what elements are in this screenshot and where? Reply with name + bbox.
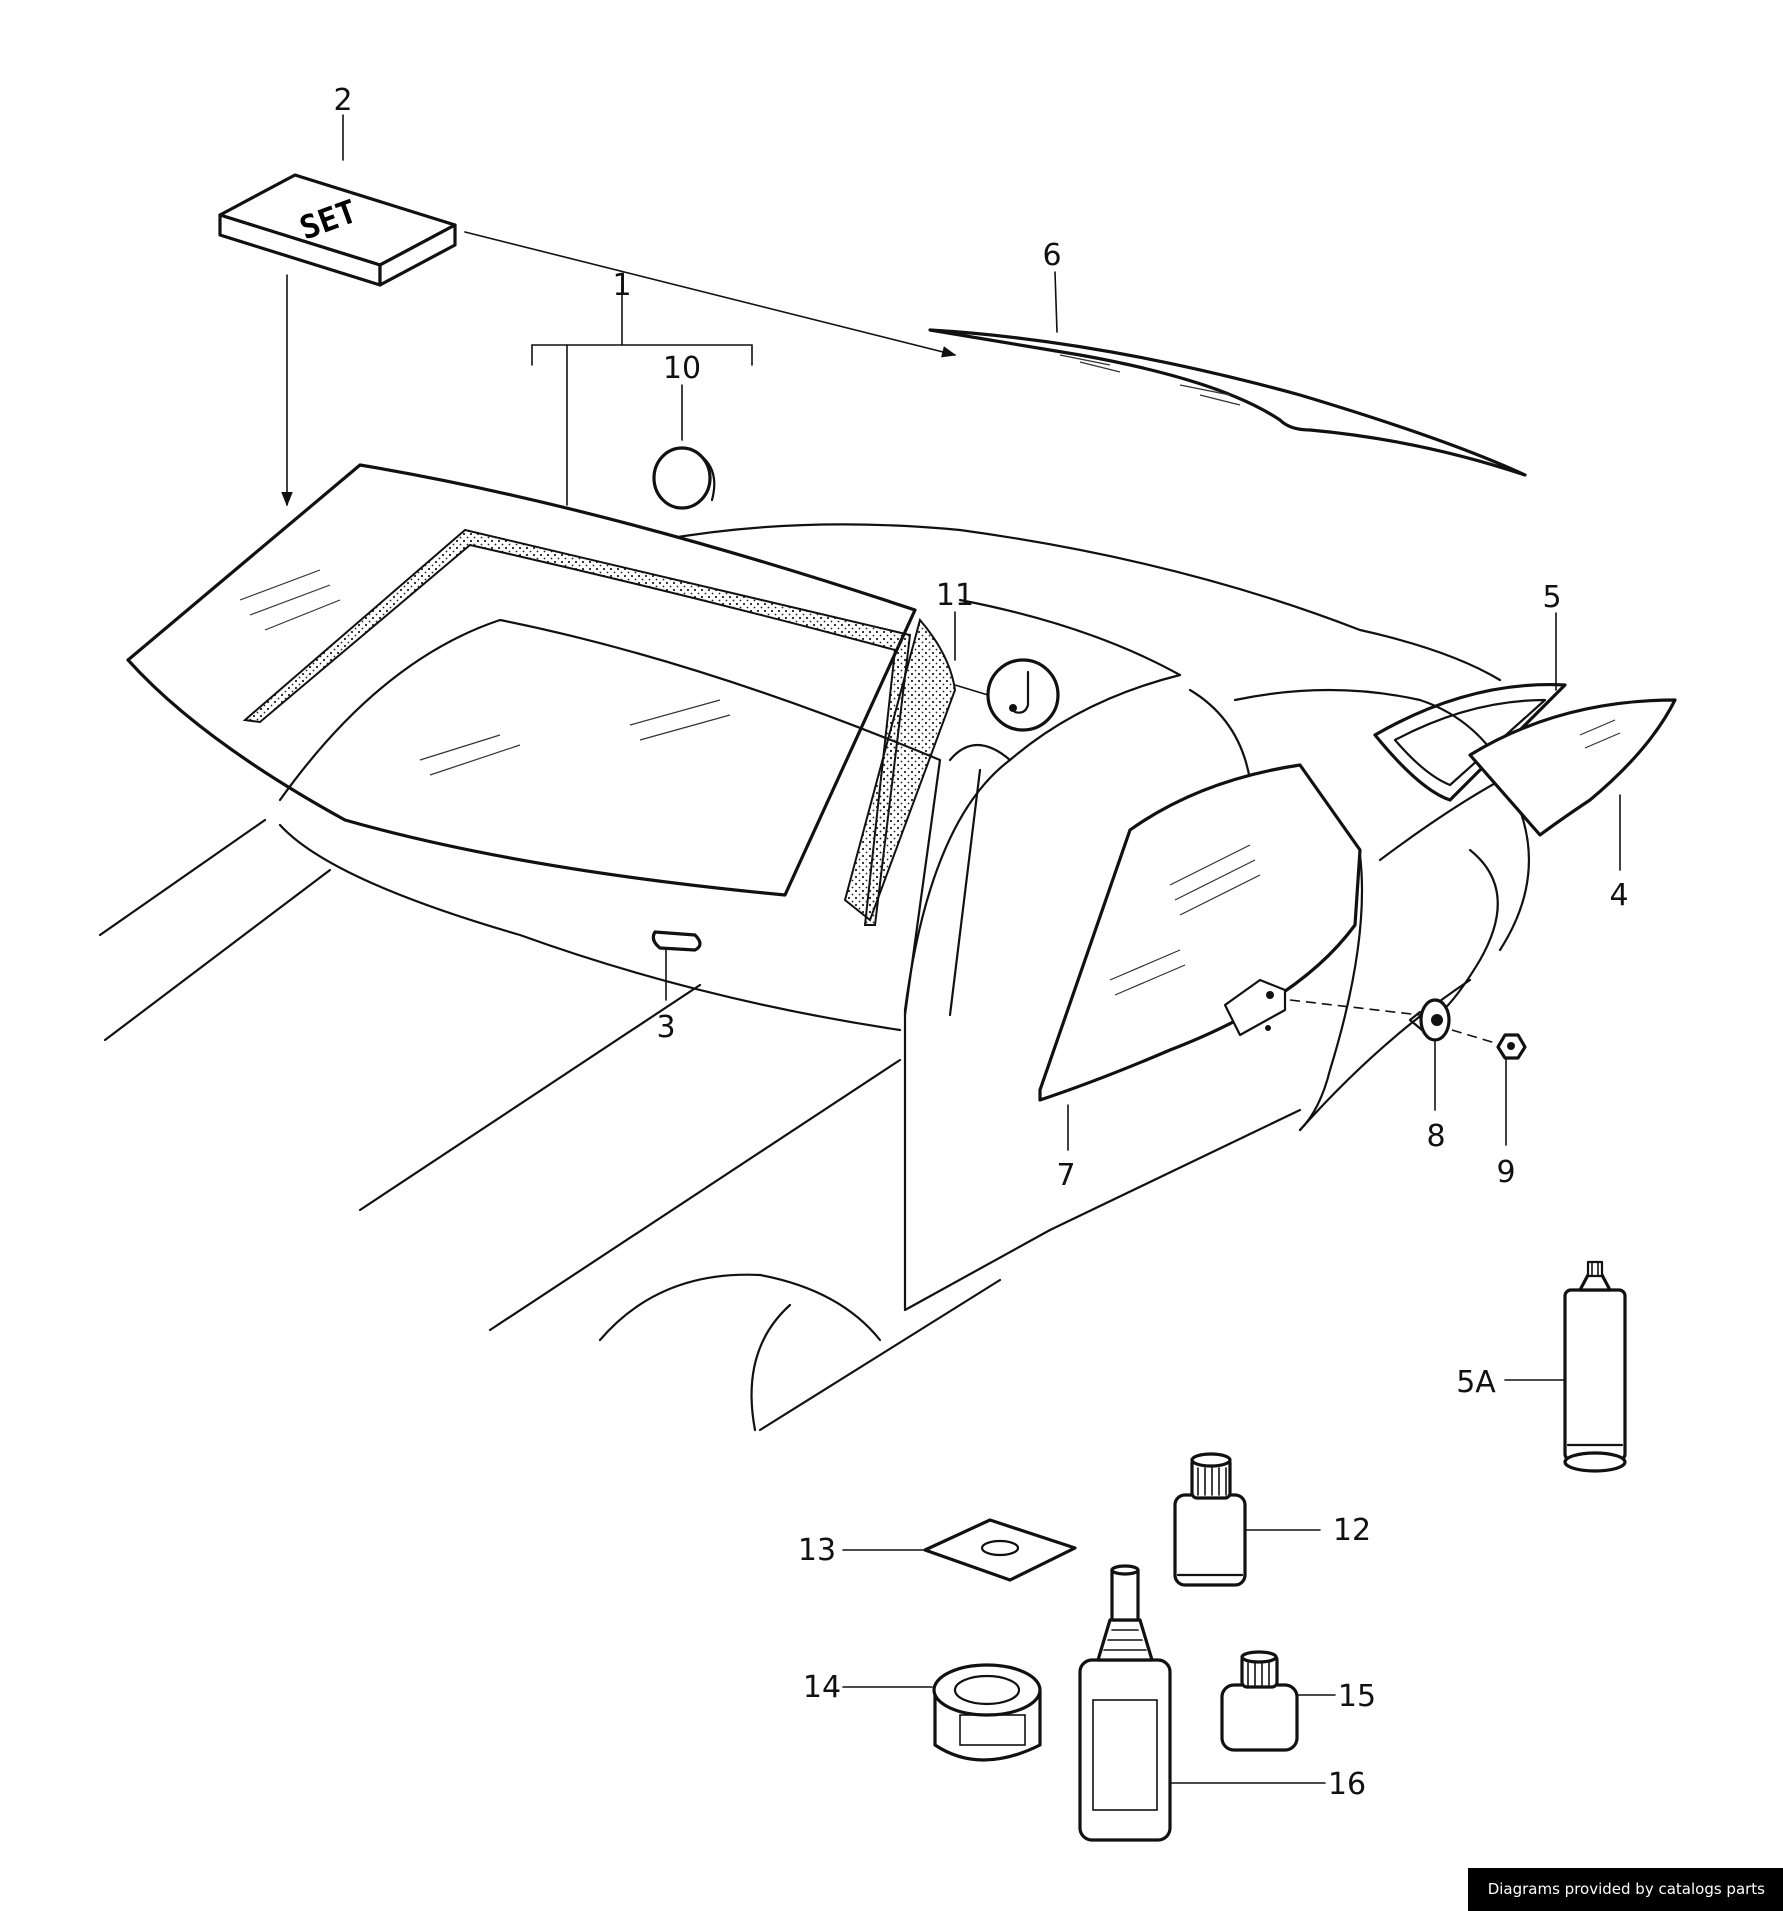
tape-roll[interactable]: [932, 1663, 1042, 1762]
primer-bottle[interactable]: [1173, 1452, 1247, 1587]
door-window-glass[interactable]: [1038, 763, 1362, 1102]
callout-9[interactable]: 9: [1496, 1155, 1515, 1190]
callout-7[interactable]: 7: [1056, 1158, 1075, 1193]
callout-3[interactable]: 3: [656, 1010, 675, 1045]
callout-10[interactable]: 10: [663, 351, 701, 386]
nut[interactable]: [1496, 1033, 1527, 1060]
callout-15[interactable]: 15: [1338, 1679, 1376, 1714]
callout-5a[interactable]: 5A: [1456, 1365, 1496, 1400]
callout-13[interactable]: 13: [798, 1533, 836, 1568]
tool-reference-circle: [986, 658, 1060, 732]
quarter-window-glass[interactable]: [1468, 698, 1677, 837]
adhesive-cartridge[interactable]: [1563, 1260, 1627, 1473]
callout-6[interactable]: 6: [1042, 238, 1061, 273]
callout-14[interactable]: 14: [803, 1670, 841, 1705]
windshield[interactable]: [126, 463, 942, 1017]
set-box[interactable]: SET: [218, 173, 457, 287]
callout-8[interactable]: 8: [1426, 1119, 1445, 1154]
callout-2[interactable]: 2: [333, 83, 352, 118]
callout-1[interactable]: 1: [612, 268, 631, 303]
small-clip[interactable]: [651, 930, 702, 952]
grommet[interactable]: [1408, 998, 1451, 1042]
rear-window-glass[interactable]: [928, 328, 1527, 477]
quarter-window-seal[interactable]: [1373, 683, 1567, 802]
attribution-footer: Diagrams provided by catalogs parts: [1467, 1868, 1783, 1911]
callout-12[interactable]: 12: [1333, 1513, 1371, 1548]
car-body-outline: [98, 523, 1530, 1432]
rubber-plug[interactable]: [652, 446, 716, 510]
callout-4[interactable]: 4: [1609, 878, 1628, 913]
leader-lines: [281, 114, 1621, 1784]
windshield-seal-strip[interactable]: [242, 528, 957, 926]
callout-16[interactable]: 16: [1328, 1767, 1366, 1802]
door-glass-bracket: [1223, 978, 1287, 1037]
applicator-pad[interactable]: [923, 1518, 1077, 1582]
cleaner-bottle[interactable]: [1220, 1650, 1299, 1752]
callout-5[interactable]: 5: [1542, 580, 1561, 615]
callout-11[interactable]: 11: [936, 578, 974, 613]
activator-bottle[interactable]: [1078, 1564, 1172, 1842]
